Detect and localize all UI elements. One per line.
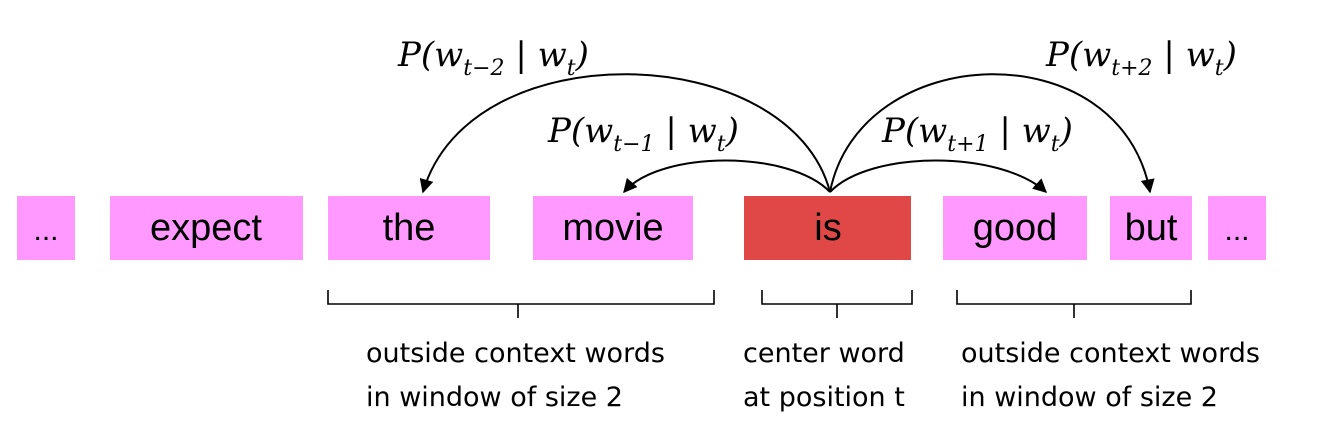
caption-left-line2: in window of size 2 — [366, 382, 623, 413]
word-box-but: but — [1110, 196, 1192, 260]
word-box-bg — [1208, 196, 1266, 260]
word-label: movie — [562, 207, 663, 249]
word-box-bg — [17, 196, 75, 260]
word-label: good — [973, 207, 1058, 249]
word-box-bg — [110, 196, 303, 260]
word-box-ellipsis-right: ... — [1208, 196, 1266, 260]
word-box-bg — [533, 196, 693, 260]
arc-t-plus-2 — [829, 73, 1155, 194]
prob-label-t-minus-2: P(wt−2 | wt) — [397, 35, 589, 81]
word-label: is — [814, 207, 841, 249]
prediction-arrows — [419, 73, 1155, 194]
brace-center — [761, 290, 913, 318]
caption-center-line2: at position t — [743, 382, 905, 413]
word-label: but — [1125, 207, 1178, 249]
word-box-is-center: is — [744, 196, 911, 260]
word-box-bg — [943, 196, 1087, 260]
probability-labels: P(wt−2 | wt) P(wt−1 | wt) P(wt+1 | wt) P… — [397, 35, 1237, 157]
word-box-expect: expect — [110, 196, 303, 260]
prob-label-t-minus-1: P(wt−1 | wt) — [547, 111, 739, 157]
caption-right-line1: outside context words — [961, 338, 1260, 369]
word-box-bg — [328, 196, 490, 260]
arc-t-minus-1 — [623, 159, 831, 194]
brace-captions: outside context words in window of size … — [366, 338, 1260, 413]
prob-label-t-plus-2: P(wt+2 | wt) — [1045, 35, 1237, 81]
word-box-the: the — [328, 196, 490, 260]
word-label: ... — [1224, 214, 1249, 247]
brace-left-context — [327, 290, 715, 318]
word-label: expect — [150, 207, 262, 249]
arc-t-minus-2 — [419, 73, 831, 194]
word-box-movie: movie — [533, 196, 693, 260]
prob-label-t-plus-1: P(wt+1 | wt) — [881, 111, 1073, 157]
caption-center-line1: center word — [743, 338, 905, 369]
word-box-bg — [744, 196, 911, 260]
caption-left-line1: outside context words — [366, 338, 665, 369]
word-label: the — [383, 207, 436, 249]
window-braces — [327, 290, 1192, 318]
word-box-ellipsis-left: ... — [17, 196, 75, 260]
word-label: ... — [33, 214, 58, 247]
word-row: ... expect the movie is good but ... — [17, 196, 1266, 260]
arc-t-plus-1 — [829, 159, 1048, 193]
brace-right-context — [956, 290, 1192, 318]
word-box-good: good — [943, 196, 1087, 260]
caption-right-line2: in window of size 2 — [961, 382, 1218, 413]
word-box-bg — [1110, 196, 1192, 260]
